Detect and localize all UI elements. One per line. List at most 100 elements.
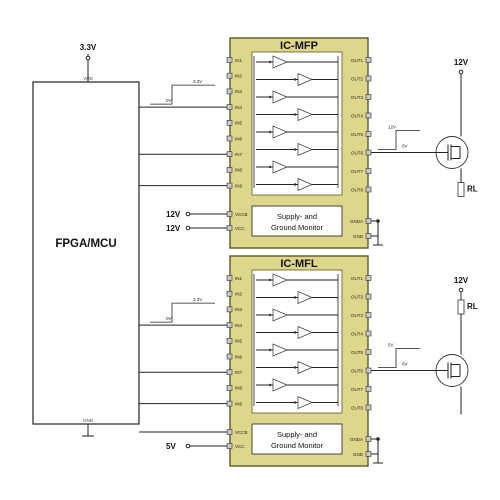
load-supply-value: 12V [454,58,469,67]
output-pin-label: OUT5 [351,350,363,355]
mcu-gnd-label: GND [83,418,94,423]
mcu-box [32,81,140,425]
output-low-level: 0V [402,362,408,367]
monitor-label-line1: Supply- and [277,430,317,439]
junction-dot [268,60,272,64]
input-pin [226,135,233,142]
input-pin-label: IN1 [235,276,243,281]
output-pin-label: OUT2 [351,294,363,299]
ground-pin [365,436,372,442]
output-pin-label: OUT6 [351,150,363,155]
input-pin [226,167,233,173]
junction-dot [268,95,272,99]
input-pin [226,337,233,344]
input-pin [226,57,233,63]
junction-dot [293,78,297,81]
output-pin-label: OUT7 [351,169,363,174]
input-pin [226,353,233,360]
output-pin-label: OUT8 [351,187,363,192]
gnda-pin-label: GNDA [350,437,363,442]
output-pin [365,75,372,82]
input-waveform [150,302,215,323]
input-pin [226,322,233,328]
output-pin [365,112,372,119]
chip-driver-area [251,51,343,196]
input-pin-label: IN6 [235,354,243,359]
vccb-pin-label: VCCB [235,212,248,217]
mcu-block: FPGA/MCU VDD GND 3.3V [32,43,140,425]
input-low-level: 0V [166,316,172,321]
vccb-pin-label: VCCB [235,430,248,435]
output-pin [365,94,372,100]
output-pin [365,349,372,355]
output-pin [365,293,372,300]
output-pin-label: OUT1 [351,276,363,281]
vcc-supply-value: 12V [166,224,181,233]
output-pin-label: OUT8 [351,405,363,410]
output-high-level: 12V [388,125,396,130]
output-pin [365,149,372,156]
junction-dot [268,165,272,169]
output-pin-label: OUT4 [351,113,363,118]
input-pin [226,400,233,407]
input-pin [226,151,233,157]
chip-title: IC-MFP [280,40,318,52]
input-high-level: 3.3V [193,79,202,84]
supply-pin [226,429,233,435]
gnd-pin-label: GND [353,234,364,239]
junction-dot [293,401,297,404]
supply-terminal [185,211,191,217]
output-pin [365,404,372,411]
input-waveform [150,84,215,105]
vcc-pin-label: VCC [235,226,245,231]
load-resistor [457,182,465,197]
output-low-level: 0V [402,144,408,149]
monitor-label-line1: Supply- and [277,212,317,221]
ground-pin [365,233,372,239]
output-pin [365,312,372,318]
input-pin-label: IN4 [235,323,243,328]
output-pin [365,168,372,174]
load-supply-value: 12V [454,276,469,285]
junction-dot [376,437,380,441]
output-pin-label: OUT4 [351,331,363,336]
junction-dot [293,148,297,151]
mcu-supply-value: 3.3V [80,43,97,52]
input-pin-label: IN3 [235,89,243,94]
junction-dot [268,383,272,387]
output-pin [365,367,372,374]
input-pin-label: IN4 [235,105,243,110]
input-pin [226,88,233,95]
ic-mfp-chip: IC-MFPIN1IN2IN3IN4IN5IN6IN7IN8IN9VCCBVCC… [226,37,469,249]
output-pin-label: OUT1 [351,58,363,63]
input-pin [226,275,233,281]
input-pin-label: IN8 [235,168,243,173]
junction-dot [376,219,380,223]
output-pin [365,386,372,392]
junction-dot [268,278,272,282]
output-pin [365,57,372,63]
junction-dot [293,366,297,369]
load-resistor-label: RL [467,302,478,311]
output-pin-label: OUT3 [351,313,363,318]
vcc-pin-label: VCC [235,444,245,449]
load-resistor [457,299,465,315]
input-pin-label: IN3 [235,307,243,312]
monitor-label-line2: Ground Monitor [271,441,324,450]
output-pin-label: OUT5 [351,132,363,137]
junction-dot [268,130,272,134]
output-pin-label: OUT2 [351,76,363,81]
chip-driver-area [251,269,343,414]
input-pin-label: IN6 [235,136,243,141]
vdd-terminal [85,55,91,61]
monitor-label-line2: Ground Monitor [271,223,324,232]
input-low-level: 0V [166,98,172,103]
input-pin-label: IN7 [235,370,243,375]
monitor-block [251,205,343,237]
input-pin-label: IN2 [235,292,243,297]
input-pin-label: IN1 [235,58,243,63]
supply-terminal [458,69,464,75]
vccb-supply-value: 12V [166,210,181,219]
